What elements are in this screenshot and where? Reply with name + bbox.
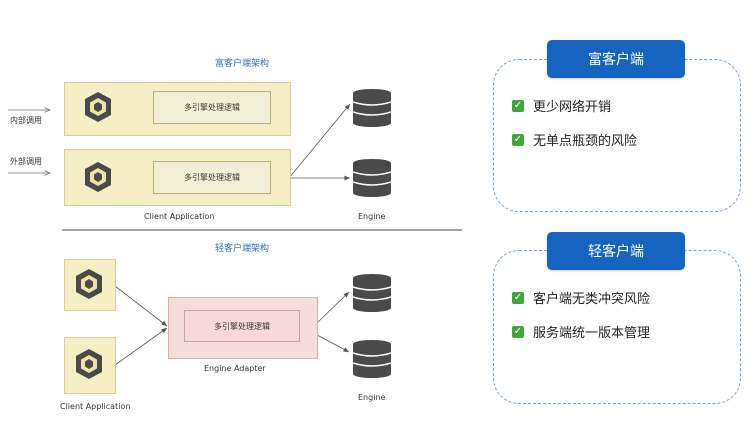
engine-label: Engine [358, 212, 386, 221]
kubernetes-style-icon [85, 162, 111, 192]
database-icon [352, 159, 392, 197]
internal-call-label: 内部调用 [10, 116, 42, 125]
multi-engine-logic-box: 多引擎处理逻辑 [153, 161, 271, 194]
light-architecture-title: 轻客户端架构 [215, 244, 270, 254]
rich-item-2: ✓ 无单点瓶颈的风险 [512, 130, 637, 149]
rich-item-1: ✓ 更少网络开销 [512, 96, 611, 115]
client-application-label: Client Application [144, 212, 215, 221]
light-item-2: ✓ 服务端统一版本管理 [512, 322, 650, 341]
arrow-adapter-engine1 [316, 291, 350, 324]
engine-label: Engine [358, 393, 386, 402]
rich-client-panel [493, 59, 741, 212]
check-icon: ✓ [512, 133, 524, 146]
arrow-adapter-engine2 [316, 334, 350, 353]
client-application-label: Client Application [60, 402, 131, 411]
rich-architecture-title: 富客户端架构 [215, 59, 270, 69]
light-item-1: ✓ 客户端无类冲突风险 [512, 288, 650, 307]
arrow-client2-adapter [114, 327, 168, 366]
database-icon [352, 340, 392, 378]
engine-adapter-label: Engine Adapter [204, 364, 266, 373]
light-item-2-text: 服务端统一版本管理 [533, 326, 651, 341]
database-icon [352, 89, 392, 127]
rich-client-title: 富客户端 [547, 40, 685, 78]
kubernetes-style-icon [76, 349, 102, 379]
check-icon: ✓ [512, 99, 524, 112]
arrow-client1-adapter [114, 285, 168, 327]
kubernetes-style-icon [85, 92, 111, 122]
check-icon: ✓ [512, 325, 524, 338]
check-icon: ✓ [512, 291, 524, 304]
database-icon [352, 274, 392, 312]
light-item-1-text: 客户端无类冲突风险 [533, 292, 651, 307]
arrow-top-to-engine [288, 103, 351, 179]
external-call-label: 外部调用 [10, 157, 42, 166]
rich-item-1-text: 更少网络开销 [533, 100, 612, 115]
rich-item-2-text: 无单点瓶颈的风险 [533, 134, 638, 149]
multi-engine-logic-box: 多引擎处理逻辑 [184, 310, 300, 342]
multi-engine-logic-box: 多引擎处理逻辑 [153, 91, 271, 124]
light-client-title: 轻客户端 [547, 232, 685, 270]
kubernetes-style-icon [76, 269, 102, 299]
